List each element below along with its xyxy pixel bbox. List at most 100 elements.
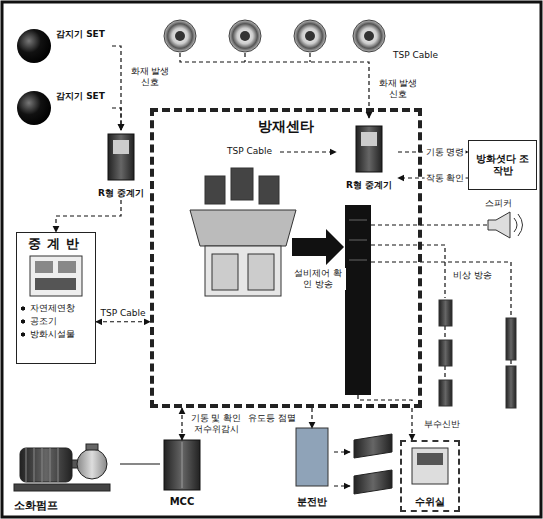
connector-label: 기동 및 확인 저수위감시 [187, 413, 245, 435]
relay-symbol [356, 126, 382, 172]
drawing-part [86, 444, 98, 450]
drawing-part [175, 31, 185, 41]
drawing-part [506, 366, 516, 408]
sub-receiver-symbol [417, 453, 443, 465]
connector [112, 108, 121, 130]
distribution-cabinet [296, 428, 328, 486]
node-item: 공조기 [17, 315, 95, 328]
drawing-part [371, 245, 445, 298]
node-item: 자연제연창 [17, 302, 95, 315]
sub-receiver-symbol [412, 448, 448, 484]
drawing-part [248, 254, 274, 290]
drawing-part [164, 20, 196, 52]
shutter-panel: 방화셧다 조작반 [468, 140, 537, 190]
annotation-label: 화재 발생신호 [374, 78, 422, 100]
connector [311, 408, 312, 428]
drawing-part [231, 168, 253, 200]
signal-wire [180, 53, 511, 486]
node-item: 방화시설물 [17, 328, 95, 341]
detector-symbol [17, 29, 51, 63]
node-title: 소화펌프 [14, 499, 58, 512]
speaker-symbol [439, 212, 523, 408]
connector-label: 부수신반 [423, 419, 461, 430]
receiver-rack [345, 205, 371, 395]
connector [96, 321, 150, 322]
connector-label: 기동 명령 [425, 147, 466, 158]
drawing-part [439, 300, 452, 326]
drawing-part [35, 261, 53, 273]
drawing-part [30, 256, 82, 296]
control-center-region: 방재센타 R형 중계기 [150, 108, 422, 408]
heat-detector: 감지기 SET [16, 28, 112, 64]
drawing-part [245, 53, 310, 62]
drawing-part [259, 176, 279, 204]
heat-detector: 감지기 SET [16, 90, 112, 126]
drawing-part [439, 380, 452, 406]
connector [56, 200, 121, 232]
drawing-part [439, 340, 452, 366]
guard-room: 수위실 [400, 440, 460, 512]
drawing-part [334, 485, 350, 486]
node-title: 감지기 SET [56, 29, 105, 40]
drawing-part [334, 451, 350, 452]
annotation-label: 비상 방송 [452, 270, 493, 281]
drawing-part [514, 214, 523, 236]
connector-label: 작동 확인 [425, 173, 466, 184]
relay-symbol [113, 140, 129, 154]
relay-symbol [108, 134, 134, 180]
connector [181, 408, 182, 440]
relay-unit: R형 중계기 [340, 122, 398, 192]
relay-symbol [361, 132, 377, 146]
drawing-part [364, 31, 374, 41]
drawing-part [190, 210, 296, 246]
control-console [190, 168, 296, 296]
drawing-part [488, 212, 510, 238]
annotation-label: TSP Cable [226, 146, 273, 157]
drawing-part [371, 224, 488, 225]
drawing-part [58, 261, 76, 273]
node-title: MCC [170, 496, 195, 508]
mcc-unit: MCC [160, 440, 204, 508]
drawing-part [305, 31, 315, 41]
drawing-part [20, 448, 72, 482]
relay-unit: R형 중계기 [92, 130, 150, 200]
panel-symbol [30, 256, 82, 296]
drawing-part [353, 20, 385, 52]
node-title: 방재센타 [154, 112, 418, 135]
drawing-part [77, 449, 107, 479]
drawing-part [35, 278, 76, 290]
annotation-label: TSP Cable [392, 50, 439, 61]
signal-arrow [292, 229, 344, 265]
annotation-label: 설비제어 확인 방송 [290, 268, 346, 290]
node-title: 중계반 [17, 233, 95, 252]
drawing-part [212, 254, 238, 290]
drawing-part [280, 151, 336, 152]
node-title: 분전반 [297, 496, 327, 508]
connector [120, 463, 160, 464]
annotation-label: 스피커 [484, 198, 513, 209]
connector [411, 408, 412, 440]
mcc-cabinet [164, 440, 200, 490]
drawing-part [26, 448, 58, 482]
fire-pump: 소화펌프 [8, 440, 120, 512]
connector [112, 46, 121, 130]
node-title: R형 중계기 [346, 180, 392, 191]
drawing-part [294, 20, 326, 52]
exit-light-symbol [354, 434, 392, 458]
pump-symbol [14, 444, 110, 491]
drawing-part [240, 31, 250, 41]
drawing-part [358, 395, 412, 404]
drawing-part [445, 326, 511, 378]
node-title: 방화셧다 조작반 [472, 153, 533, 177]
detector-symbol [17, 91, 51, 125]
drawing-part [506, 318, 516, 360]
drawing-part [229, 20, 261, 52]
drawing-part [14, 484, 110, 491]
node-title: 수위실 [415, 496, 445, 508]
drawing-part [205, 176, 225, 204]
smoke-detectors [164, 20, 385, 52]
